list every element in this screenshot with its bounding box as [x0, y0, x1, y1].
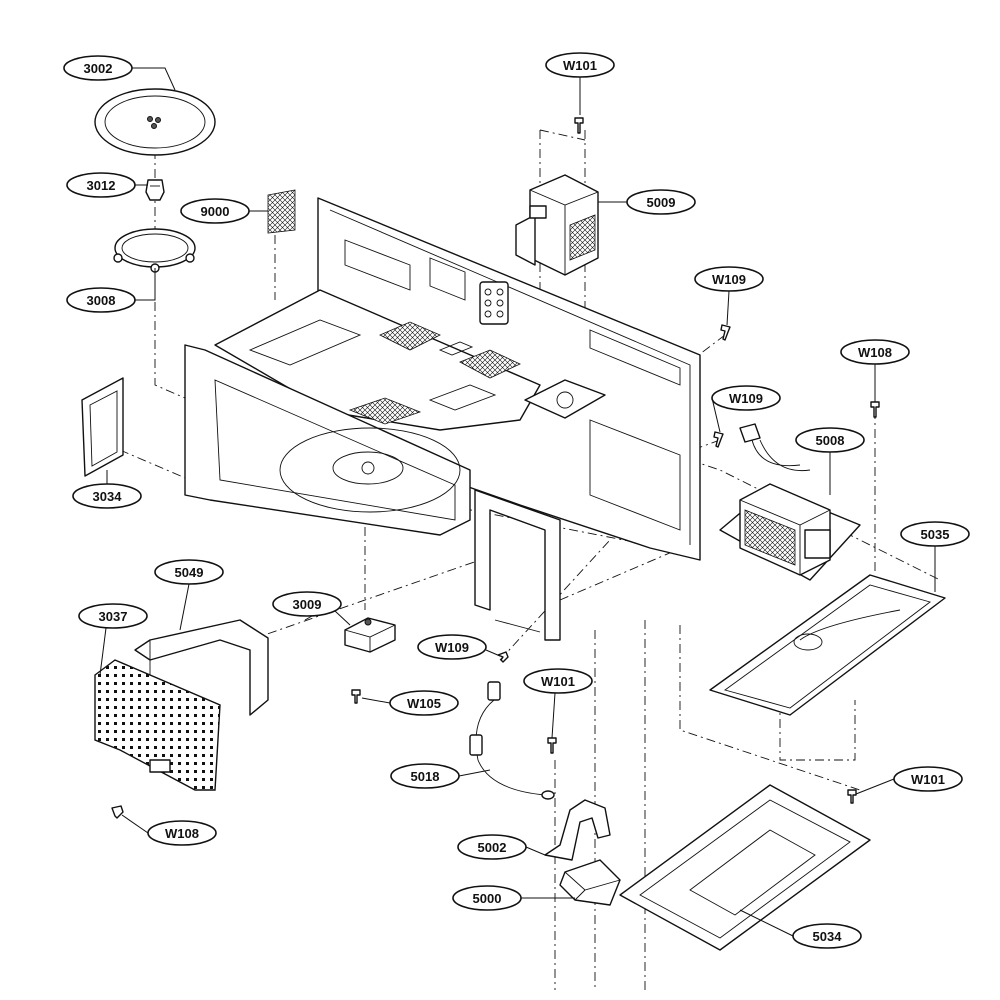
- callout-label: W109: [435, 640, 469, 655]
- callout-3034[interactable]: 3034: [72, 470, 142, 509]
- callout-label: W108: [165, 826, 199, 841]
- capacitor-bracket: [544, 799, 611, 861]
- callout-3037[interactable]: 3037: [78, 603, 148, 676]
- callout-w105[interactable]: W105: [361, 690, 459, 716]
- callout-3008[interactable]: 3008: [66, 268, 156, 313]
- callout-label: 5034: [813, 929, 843, 944]
- callout-label: W109: [729, 391, 763, 406]
- callout-label: 5002: [478, 840, 507, 855]
- callout-label: 5000: [473, 891, 502, 906]
- callout-w108-right[interactable]: W108: [840, 339, 910, 402]
- callout-label: W101: [911, 772, 945, 787]
- callout-label: 3009: [293, 597, 322, 612]
- sensor-cable: [469, 681, 555, 800]
- base-plate: [709, 574, 946, 716]
- callout-label: W105: [407, 696, 441, 711]
- callout-3002[interactable]: 3002: [63, 55, 176, 91]
- assembly-guide-lines: [119, 129, 941, 990]
- callout-label: 9000: [201, 204, 230, 219]
- label-sheet: [267, 189, 296, 234]
- bottom-cover: [619, 784, 871, 951]
- callout-label: 3037: [99, 609, 128, 624]
- callout-5000[interactable]: 5000: [452, 885, 575, 911]
- callout-w101-top[interactable]: W101: [545, 52, 615, 115]
- callout-w108-left[interactable]: W108: [121, 814, 217, 846]
- magnetron: [515, 174, 599, 276]
- callout-label: 3008: [87, 293, 116, 308]
- callout-label: 5008: [816, 433, 845, 448]
- turntable-coupler: [145, 179, 165, 201]
- callout-3012[interactable]: 3012: [66, 172, 148, 198]
- callout-label: 5009: [647, 195, 676, 210]
- callout-label: W108: [858, 345, 892, 360]
- callout-label: W101: [541, 674, 575, 689]
- callout-w101-middle[interactable]: W101: [523, 668, 593, 739]
- callout-5034[interactable]: 5034: [739, 909, 862, 949]
- roller-ring: [113, 228, 196, 273]
- waveguide-cover: [81, 377, 124, 477]
- callout-label: 5049: [175, 565, 204, 580]
- callout-label: 3012: [87, 178, 116, 193]
- turntable-motor: [344, 617, 396, 653]
- callout-label: 3002: [84, 61, 113, 76]
- callout-w109-middle[interactable]: W109: [711, 385, 781, 433]
- callout-w109-lower[interactable]: W109: [417, 634, 501, 660]
- callout-label: 5035: [921, 527, 950, 542]
- hv-capacitor: [559, 859, 621, 906]
- callout-label: W109: [712, 272, 746, 287]
- high-voltage-transformer: [719, 423, 861, 581]
- door-side-bracket: [474, 489, 561, 641]
- callout-5035[interactable]: 5035: [900, 521, 970, 592]
- oven-cavity-chassis: [184, 197, 701, 561]
- callout-w101-right[interactable]: W101: [855, 766, 963, 795]
- callout-label: 3034: [93, 489, 123, 504]
- callout-w109-upper[interactable]: W109: [694, 266, 764, 326]
- vent-grille: [94, 659, 221, 791]
- callout-5009[interactable]: 5009: [598, 189, 696, 215]
- screws: [111, 117, 880, 819]
- callout-label: W101: [563, 58, 597, 73]
- callout-5002[interactable]: 5002: [457, 834, 546, 860]
- callout-5018[interactable]: 5018: [390, 763, 491, 789]
- turntable-tray: [94, 88, 216, 156]
- callout-label: 5018: [411, 769, 440, 784]
- callout-3009[interactable]: 3009: [272, 591, 351, 626]
- callout-9000[interactable]: 9000: [180, 198, 268, 224]
- callout-5008[interactable]: 5008: [795, 427, 865, 495]
- callout-5049[interactable]: 5049: [154, 559, 224, 631]
